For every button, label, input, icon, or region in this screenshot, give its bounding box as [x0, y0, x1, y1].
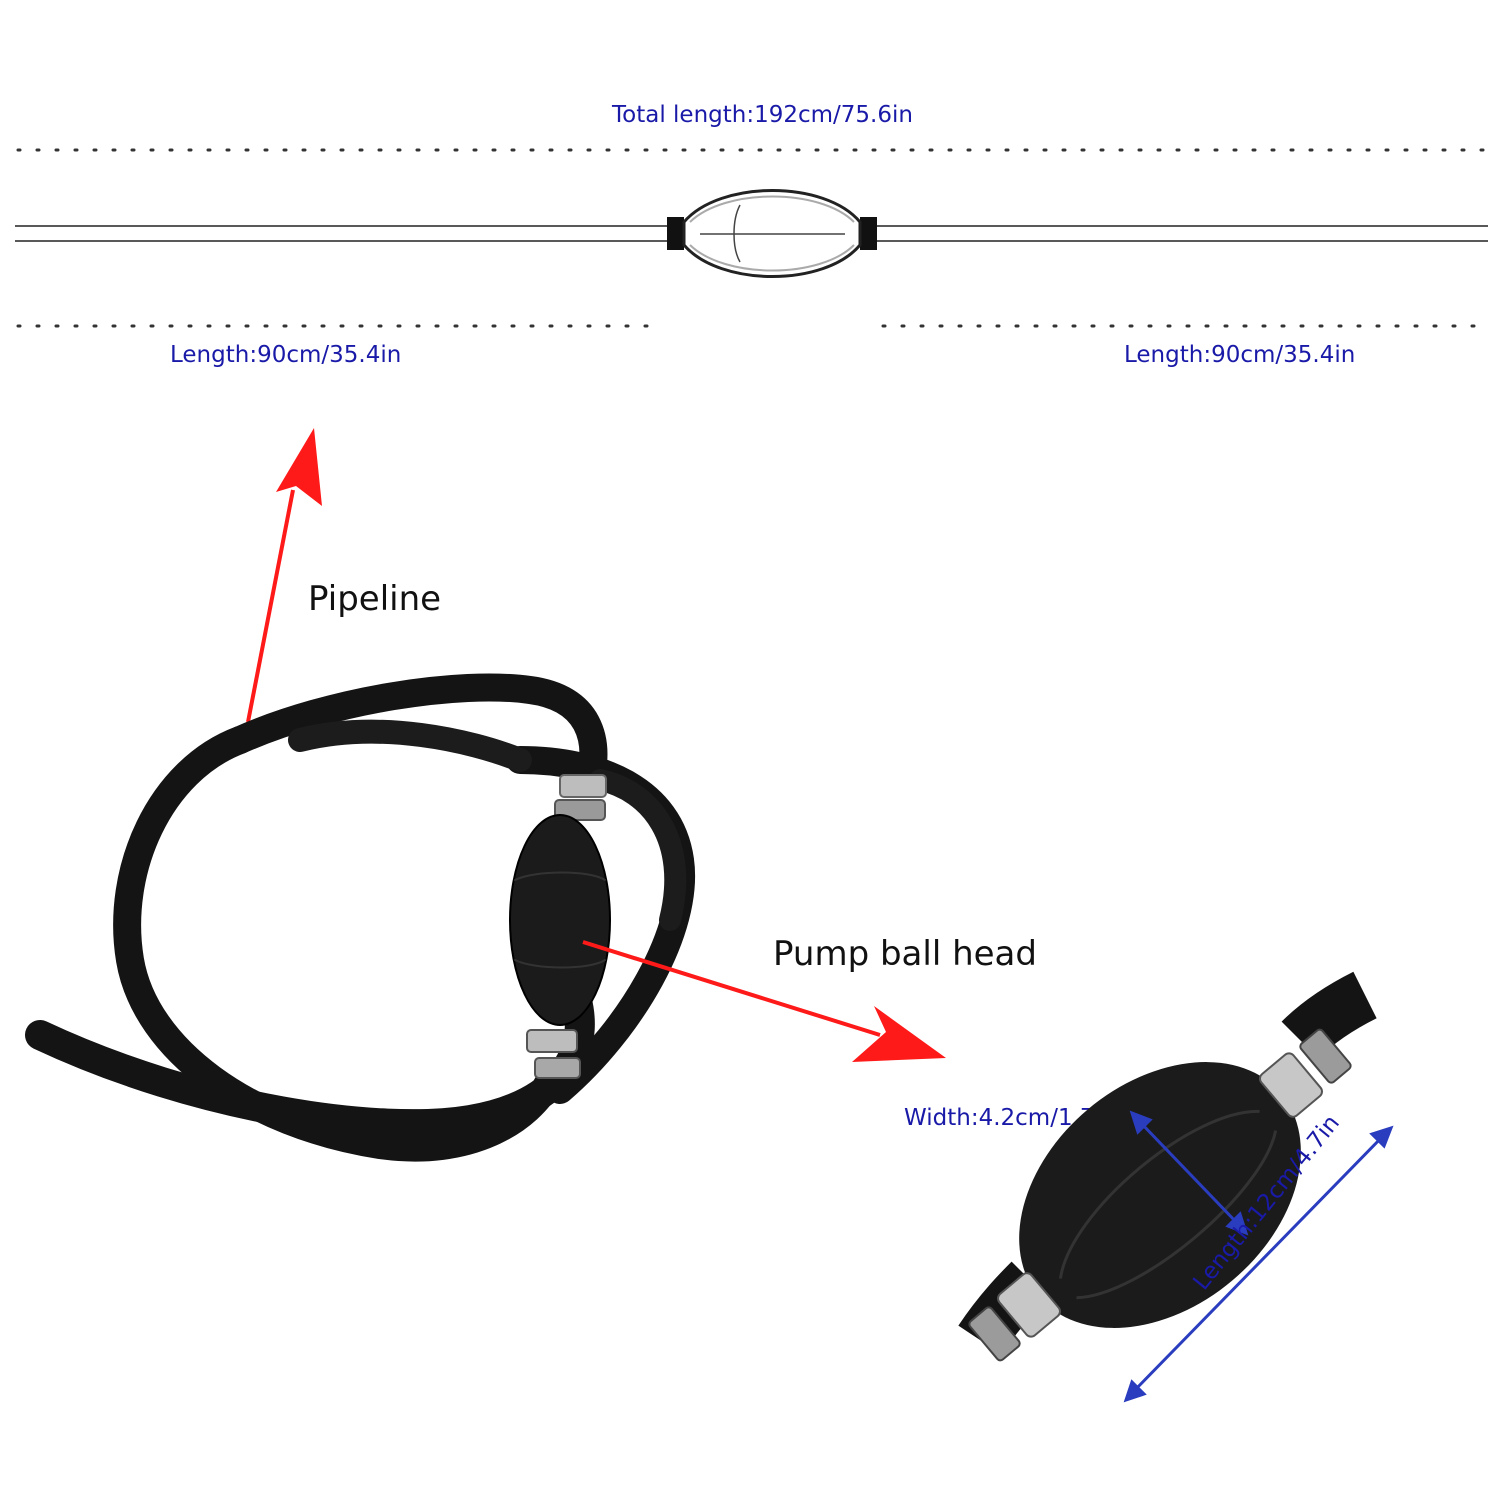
left-length-label: Length:90cm/35.4in	[170, 342, 402, 368]
pipeline-callout: Pipeline	[308, 579, 442, 619]
total-length-label: Total length:192cm/75.6in	[612, 102, 913, 128]
pump-bulb-icon	[667, 189, 877, 278]
hose-photo	[25, 673, 696, 1162]
bulb-width-label: Width:4.2cm/1.7in	[904, 1105, 1116, 1131]
bulb-width-dimension-line	[1129, 1110, 1249, 1236]
right-length-label: Length:90cm/35.4in	[1124, 342, 1356, 368]
pipeline-arrow-icon	[246, 428, 322, 723]
hose-schematic-icon	[15, 225, 1488, 242]
pump-ball-head-arrow-icon	[582, 940, 946, 1062]
bulb-closeup-photo	[958, 971, 1377, 1362]
pump-ball-head-callout: Pump ball head	[773, 934, 1037, 974]
bulb-length-dimension-line	[1123, 1125, 1394, 1403]
